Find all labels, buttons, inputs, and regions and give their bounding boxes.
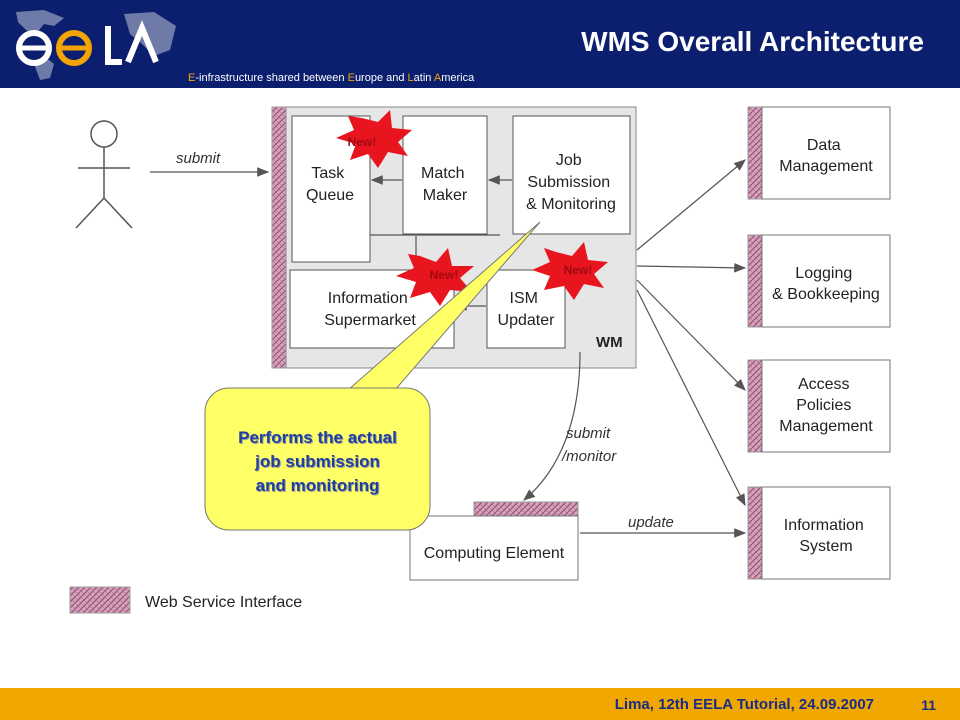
eela-logo	[16, 10, 176, 80]
job-submission-label: Job Submission & Monitoring	[526, 152, 616, 213]
match-maker-box	[402, 115, 488, 235]
user-actor-icon	[75, 120, 133, 229]
wm-to-services-arrows	[636, 159, 747, 507]
tagline-part: merica	[441, 72, 475, 84]
svg-text:Data Management: Data Management	[779, 137, 873, 175]
tagline-part: atin	[413, 72, 434, 84]
tagline-part: E	[347, 72, 355, 84]
ce-interface-hatch	[473, 501, 579, 517]
svg-text:New!: New!	[430, 268, 459, 282]
architecture-diagram: submit WM Task Queue Match Maker Job Sub…	[69, 106, 891, 614]
new-badge-ism-updater: New!	[532, 242, 608, 300]
tagline-part: E	[188, 72, 196, 84]
job-submission-box	[512, 115, 631, 235]
page-number: 11	[921, 697, 936, 713]
access-policies-service: Access Policies Management	[747, 359, 891, 453]
legend-label: Web Service Interface	[145, 594, 302, 611]
legend-swatch	[69, 586, 131, 614]
callout-line: and monitoring	[255, 476, 380, 495]
tagline-part: L	[407, 72, 414, 84]
submit-label: submit	[176, 150, 221, 167]
page-title: WMS Overall Architecture	[581, 26, 924, 57]
new-badge-information: New!	[396, 248, 474, 306]
update-label: update	[628, 514, 674, 531]
information-supermarket-label: Information Supermarket	[324, 290, 416, 329]
tagline: E-infrastructure shared between Europe a…	[188, 72, 474, 84]
task-queue-label: Task Queue	[306, 165, 354, 204]
tagline-part: -infrastructure shared between	[195, 72, 348, 84]
footer-event: Lima, 12th EELA Tutorial, 24.09.2007	[614, 696, 874, 713]
computing-element-label: Computing Element	[424, 545, 565, 562]
callout-bubble	[204, 221, 541, 531]
computing-element-box	[409, 515, 579, 581]
svg-text:Information System: Information System	[784, 517, 869, 555]
tagline-part: A	[433, 72, 442, 84]
svg-text:New!: New!	[564, 263, 593, 277]
submit-monitor-arrow	[523, 351, 581, 501]
wm-interface-hatch	[271, 106, 287, 369]
match-maker-label: Match Maker	[421, 165, 469, 204]
ism-updater-label: ISM Updater	[498, 290, 556, 329]
information-system-service: Information System	[747, 486, 891, 580]
svg-text:Access Policies Ma: Access Policies Management	[779, 376, 873, 435]
data-management-service: Data Management	[747, 106, 891, 200]
svg-text:Logging & Bookkeeping: Logging & Bookkeeping	[772, 265, 880, 303]
submit-monitor-label: submit /monitor	[561, 425, 617, 465]
logging-bookkeeping-service: Logging & Bookkeeping	[747, 234, 891, 328]
new-badge-task-queue: New!	[336, 110, 412, 168]
footer-bar: Lima, 12th EELA Tutorial, 24.09.2007 11	[0, 688, 960, 720]
callout-text: Performs the actual job submission and m…	[205, 426, 430, 498]
wm-label: WM	[596, 334, 623, 351]
tagline-part: urope and	[354, 72, 408, 84]
svg-text:New!: New!	[348, 135, 377, 149]
callout-line: job submission	[255, 452, 380, 471]
callout-line: Performs the actual	[238, 428, 397, 447]
header-bar: E-infrastructure shared between Europe a…	[0, 0, 960, 88]
